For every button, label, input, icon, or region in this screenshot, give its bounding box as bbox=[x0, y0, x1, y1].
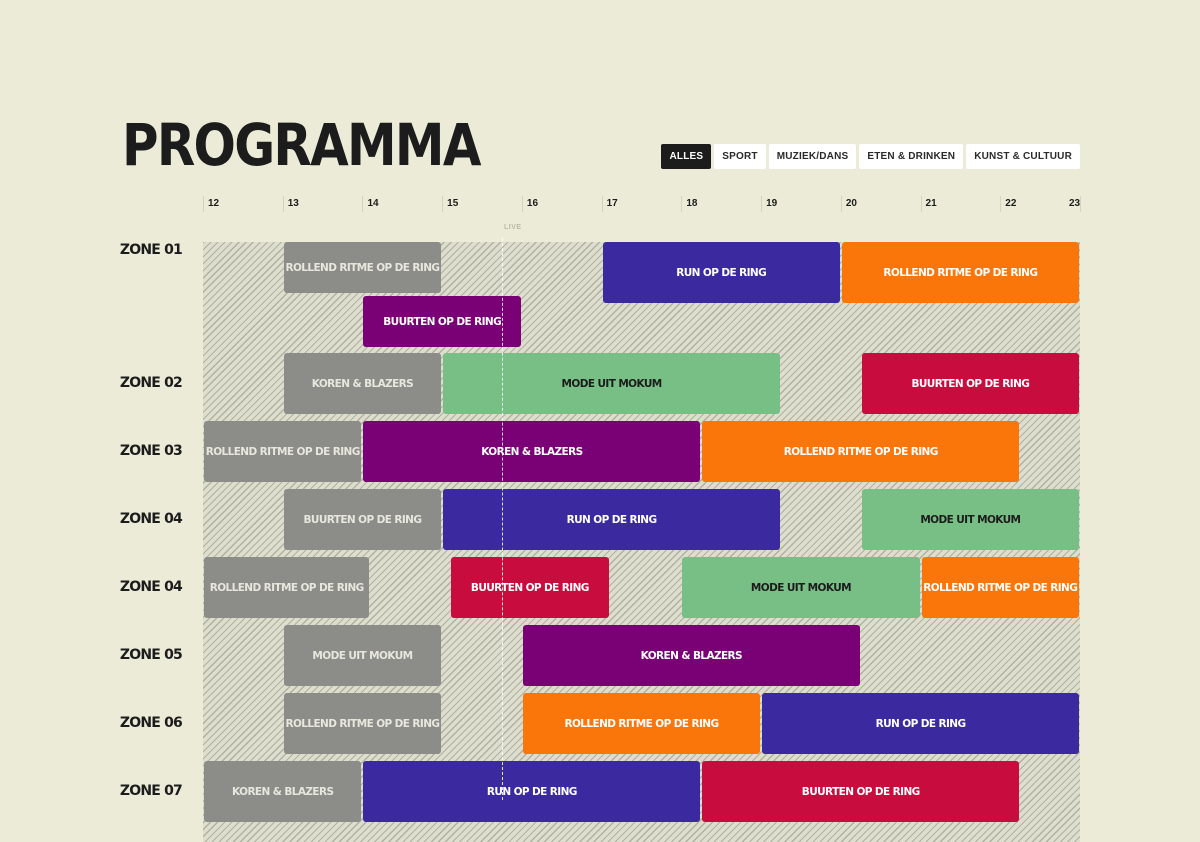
event-block[interactable]: ROLLEND RITME OP DE RING bbox=[921, 557, 1079, 618]
event-block[interactable]: MODE UIT MOKUM bbox=[861, 489, 1079, 550]
event-block[interactable]: KOREN & BLAZERS bbox=[283, 353, 442, 414]
event-block[interactable]: ROLLEND RITME OP DE RING bbox=[702, 421, 1020, 482]
hour-label: 12 bbox=[208, 198, 220, 209]
event-block[interactable]: ROLLEND RITME OP DE RING bbox=[283, 693, 442, 754]
hour-tick bbox=[282, 196, 284, 212]
zone-label: ZONE 02 bbox=[119, 375, 183, 391]
event-block[interactable]: RUN OP DE RING bbox=[363, 761, 701, 822]
hour-label: 15 bbox=[447, 198, 459, 209]
zone-label: ZONE 04 bbox=[119, 579, 183, 595]
zone-label: ZONE 07 bbox=[119, 783, 183, 799]
hour-tick bbox=[1000, 196, 1002, 212]
event-block[interactable]: MODE UIT MOKUM bbox=[443, 353, 780, 414]
event-block[interactable]: MODE UIT MOKUM bbox=[283, 625, 442, 686]
event-block[interactable]: RUN OP DE RING bbox=[602, 242, 840, 303]
hour-label: 22 bbox=[1005, 198, 1017, 209]
zone-label: ZONE 01 bbox=[119, 242, 183, 258]
event-block[interactable]: BUURTEN OP DE RING bbox=[283, 489, 442, 550]
zone-label: ZONE 04 bbox=[119, 511, 183, 527]
event-block[interactable]: ROLLEND RITME OP DE RING bbox=[204, 557, 370, 618]
hour-tick bbox=[840, 196, 842, 212]
event-block[interactable]: KOREN & BLAZERS bbox=[363, 421, 701, 482]
hour-label: 18 bbox=[686, 198, 698, 209]
event-block[interactable]: BUURTEN OP DE RING bbox=[861, 353, 1079, 414]
event-block[interactable]: BUURTEN OP DE RING bbox=[451, 557, 609, 618]
hour-label: 21 bbox=[925, 198, 937, 209]
event-block[interactable]: KOREN & BLAZERS bbox=[204, 761, 362, 822]
hour-tick bbox=[681, 196, 683, 212]
hour-label: 23 bbox=[1069, 198, 1081, 209]
hour-tick bbox=[362, 196, 364, 212]
filter-muziek-dans[interactable]: MUZIEK/DANS bbox=[768, 144, 857, 169]
filter-eten-drinken[interactable]: ETEN & DRINKEN bbox=[859, 144, 964, 169]
hour-tick bbox=[920, 196, 922, 212]
hour-tick bbox=[521, 196, 523, 212]
zone-label: ZONE 03 bbox=[119, 443, 183, 459]
hour-tick bbox=[203, 196, 204, 212]
event-block[interactable]: RUN OP DE RING bbox=[762, 693, 1079, 754]
event-block[interactable]: ROLLEND RITME OP DE RING bbox=[283, 242, 442, 293]
filter-sport[interactable]: SPORT bbox=[714, 144, 766, 169]
hour-label: 19 bbox=[766, 198, 778, 209]
filter-kunst-cultuur[interactable]: KUNST & CULTUUR bbox=[966, 144, 1080, 169]
page-title: PROGRAMMA bbox=[122, 111, 481, 179]
event-block[interactable]: MODE UIT MOKUM bbox=[682, 557, 920, 618]
hour-tick bbox=[442, 196, 444, 212]
event-block[interactable]: BUURTEN OP DE RING bbox=[363, 296, 521, 347]
event-block[interactable]: ROLLEND RITME OP DE RING bbox=[204, 421, 362, 482]
filter-alles[interactable]: ALLES bbox=[661, 144, 712, 169]
hour-label: 17 bbox=[606, 198, 618, 209]
zone-label: ZONE 05 bbox=[119, 647, 183, 663]
event-block[interactable]: ROLLEND RITME OP DE RING bbox=[522, 693, 761, 754]
event-block[interactable]: BUURTEN OP DE RING bbox=[702, 761, 1020, 822]
event-block[interactable]: RUN OP DE RING bbox=[443, 489, 780, 550]
event-block[interactable]: KOREN & BLAZERS bbox=[522, 625, 860, 686]
zone-label: ZONE 06 bbox=[119, 715, 183, 731]
hour-label: 20 bbox=[845, 198, 857, 209]
hour-tick bbox=[761, 196, 763, 212]
hour-tick bbox=[601, 196, 603, 212]
live-label: LIVE bbox=[503, 224, 522, 231]
hour-label: 14 bbox=[367, 198, 379, 209]
hour-label: 16 bbox=[526, 198, 539, 209]
hour-label: 13 bbox=[287, 198, 299, 209]
hour-tick bbox=[1080, 196, 1081, 212]
event-block[interactable]: ROLLEND RITME OP DE RING bbox=[841, 242, 1079, 303]
